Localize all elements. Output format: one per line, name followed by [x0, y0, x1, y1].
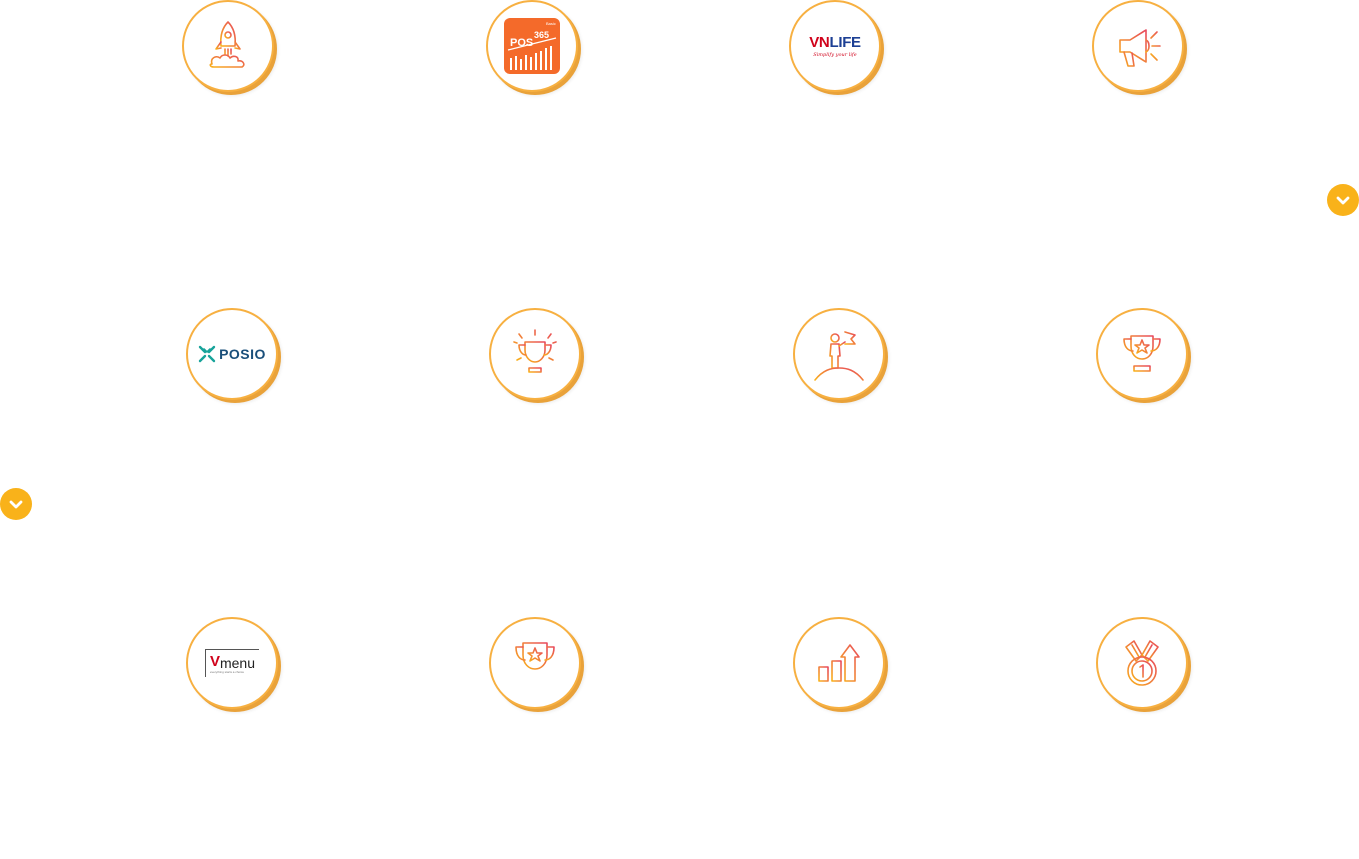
growth-chart-icon	[814, 644, 864, 686]
vmenu-v: V	[209, 653, 220, 670]
megaphone-icon	[1119, 29, 1161, 67]
badge-pos365: POS 365 Basic	[486, 0, 578, 92]
badge-star-trophy-1	[1096, 308, 1188, 400]
person-flag-icon	[814, 331, 864, 381]
posio-logo: POSIO	[198, 345, 266, 363]
chevron-left-button[interactable]	[0, 488, 32, 520]
badge-posio: POSIO	[186, 308, 278, 400]
vnlife-life: LIFE	[829, 33, 861, 51]
badge-vmenu: V menu everything starts a choice	[186, 617, 278, 709]
vnlife-tagline: Simplify your life	[813, 51, 857, 58]
vmenu-menu: menu	[219, 655, 256, 671]
vmenu-tagline: everything starts a choice	[209, 670, 244, 674]
vmenu-logo: V menu everything starts a choice	[204, 649, 260, 677]
badge-rocket	[182, 0, 274, 92]
rocket-icon	[209, 21, 245, 68]
chevron-down-icon	[9, 500, 23, 509]
vnlife-vn: VN	[809, 33, 830, 51]
badge-shining-trophy	[489, 308, 581, 400]
medal-icon	[1125, 640, 1159, 686]
badge-vnlife: VNLIFE Simplify your life	[789, 0, 881, 92]
badge-megaphone	[1092, 0, 1184, 92]
pos365-number: 365	[534, 30, 549, 40]
badge-medal	[1096, 617, 1188, 709]
pos365-logo: POS 365 Basic	[504, 18, 560, 74]
pos365-corner: Basic	[546, 21, 556, 26]
chevron-right-button[interactable]	[1327, 184, 1359, 216]
chevron-down-icon	[1336, 196, 1350, 205]
shining-trophy-icon	[513, 329, 557, 375]
star-trophy-icon	[1123, 335, 1161, 372]
vnlife-logo: VNLIFE Simplify your life	[809, 35, 861, 58]
posio-mark-icon	[198, 345, 216, 363]
badge-star-trophy-2	[489, 617, 581, 709]
star-trophy-icon	[515, 642, 555, 684]
posio-label: POSIO	[219, 346, 266, 362]
badge-person-flag	[793, 308, 885, 400]
pos365-label: POS	[510, 37, 533, 49]
badge-growth-chart	[793, 617, 885, 709]
